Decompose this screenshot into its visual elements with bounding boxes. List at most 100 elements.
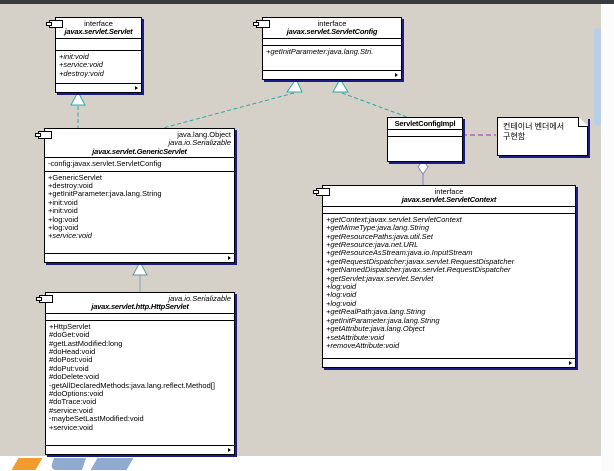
class-name: javax.servlet.http.HttpServlet [91, 302, 189, 312]
member-row: +log:void [48, 223, 79, 233]
logo-fragment-blue-1 [50, 458, 86, 470]
class-box-servletconfigimpl[interactable]: ServletConfigImpl [387, 117, 463, 162]
scrollbar-track[interactable] [601, 4, 614, 471]
stereotype-label: interface [317, 19, 347, 28]
member-row: +getServlet:javax.servlet.Servlet [326, 273, 434, 283]
member-row: #doHead:void [49, 347, 96, 357]
class-box-servletcontext[interactable]: interface javax.servlet.ServletContext +… [313, 185, 576, 368]
compartment-footer [323, 358, 575, 367]
member-row: #doPut:void [49, 363, 89, 373]
class-header: java.io.Serializable javax.servlet.http.… [46, 293, 234, 314]
class-icon [46, 20, 63, 28]
attributes-compartment [263, 39, 401, 46]
member-row: -maybeSetLastModified:void [49, 414, 144, 424]
expand-marker-icon[interactable] [569, 361, 572, 365]
class-header: interface javax.servlet.ServletConfig [263, 18, 401, 39]
compartment-footer [46, 445, 234, 454]
member-row: #doTrace:void [49, 397, 97, 407]
member-row: +getResource:java.net.URL [326, 240, 419, 250]
member-row: #getLastModified:long [49, 338, 123, 348]
member-row: #doDelete:void [49, 372, 100, 382]
member-row: +log:void [48, 214, 79, 224]
class-name: ServletConfigImpl [394, 119, 456, 128]
methods-compartment: +getInitParameter:java.lang.Stri. [263, 46, 401, 70]
compartment-footer [263, 70, 401, 79]
member-row: java.io.Serializable [168, 294, 231, 303]
attributes-compartment [388, 130, 462, 138]
aggregation-servletconfigimpl-servletcontext[interactable] [417, 159, 429, 186]
methods-compartment: +HttpServlet#doGet:void#getLastModified:… [46, 321, 234, 445]
member-row: +log:void [326, 282, 357, 292]
expand-marker-icon[interactable] [135, 86, 138, 90]
stereotype-label: interface [84, 19, 113, 28]
window-top-bar [0, 0, 614, 4]
methods-compartment: +getContext:javax.servlet.ServletContext… [323, 214, 575, 358]
generalization-httpservlet-genericservlet[interactable] [132, 260, 148, 293]
superclass-lines: java.io.Serializable [49, 294, 231, 303]
attributes-compartment [323, 207, 575, 214]
member-row: java.lang.Object [177, 130, 231, 139]
member-row: +init:void [48, 197, 78, 207]
member-row: +getResourcePaths:java.util.Set [326, 231, 433, 241]
compartment-footer [45, 253, 234, 262]
member-row: +getMimeType:java.lang.String [326, 223, 430, 233]
member-row: +getAttribute:java.lang.Object [326, 324, 425, 334]
note-fold-icon [578, 117, 588, 127]
member-row: +service:void [48, 231, 92, 241]
member-row: +getInitParameter:java.lang.String [326, 315, 440, 325]
class-name: javax.servlet.ServletConfig [286, 27, 378, 37]
member-row: -getAllDeclaredMethods:java.lang.reflect… [49, 380, 215, 390]
class-box-servletconfig[interactable]: interface javax.servlet.ServletConfig +g… [253, 17, 402, 80]
member-row: java.io.Serializable [168, 138, 231, 148]
member-row: +getNamedDispatcher:javax.servlet.Reques… [326, 265, 511, 275]
methods-compartment: +init:void+service:void+destroy:void [56, 51, 141, 83]
member-row: +log:void [326, 298, 357, 308]
stereotype-label: interface [434, 187, 464, 196]
member-row: +service:void [59, 60, 103, 70]
attributes-compartment [56, 39, 141, 51]
logo-fragment-blue-2 [90, 458, 134, 470]
realization-genericservlet-servletconfig[interactable] [162, 77, 303, 129]
member-row: +service:void [49, 422, 93, 432]
member-row: +getResourceAsStream:java.io.InputStream [326, 248, 473, 258]
class-name: javax.servlet.ServletContext [401, 195, 497, 205]
realization-servletconfigimpl-servletconfig[interactable] [332, 77, 408, 118]
methods-compartment: +GenericServlet+destroy:void+getInitPara… [45, 172, 234, 253]
class-header: interface javax.servlet.ServletContext [323, 186, 575, 207]
member-row: +destroy:void [48, 181, 93, 191]
member-row: -config:javax.servlet.ServletConfig [48, 159, 162, 169]
member-row: +HttpServlet [49, 321, 91, 331]
member-row: +GenericServlet [48, 172, 102, 182]
member-row: +log:void [326, 290, 357, 300]
expand-marker-icon[interactable] [228, 448, 231, 452]
attributes-compartment: -config:javax.servlet.ServletConfig [45, 158, 234, 172]
expand-marker-icon[interactable] [395, 73, 398, 77]
class-header: interface javax.servlet.Servlet [56, 18, 141, 39]
scrollbar-thumb[interactable] [594, 28, 601, 126]
methods-compartment [388, 137, 462, 161]
class-icon [35, 131, 52, 139]
expand-marker-icon[interactable] [228, 256, 231, 260]
member-row: +setAttribute:void [326, 332, 385, 342]
member-row: #service:void [49, 405, 93, 415]
member-row: +removeAttribute:void [326, 340, 400, 350]
class-header: ServletConfigImpl [388, 118, 462, 131]
class-name: javax.servlet.GenericServlet [92, 146, 187, 156]
class-box-httpservlet[interactable]: java.io.Serializable javax.servlet.http.… [36, 292, 235, 455]
class-box-servlet[interactable]: interface javax.servlet.Servlet +init:vo… [46, 17, 142, 93]
member-row: #doOptions:void [49, 389, 104, 399]
member-row: +init:void [48, 206, 78, 216]
member-row: +getInitParameter:java.lang.Stri. [266, 46, 374, 56]
member-row: #doPost:void [49, 355, 93, 365]
realization-genericservlet-servlet[interactable] [70, 90, 86, 128]
class-icon [36, 295, 53, 303]
member-row: #doGet:void [49, 330, 90, 340]
compartment-footer [56, 83, 141, 92]
